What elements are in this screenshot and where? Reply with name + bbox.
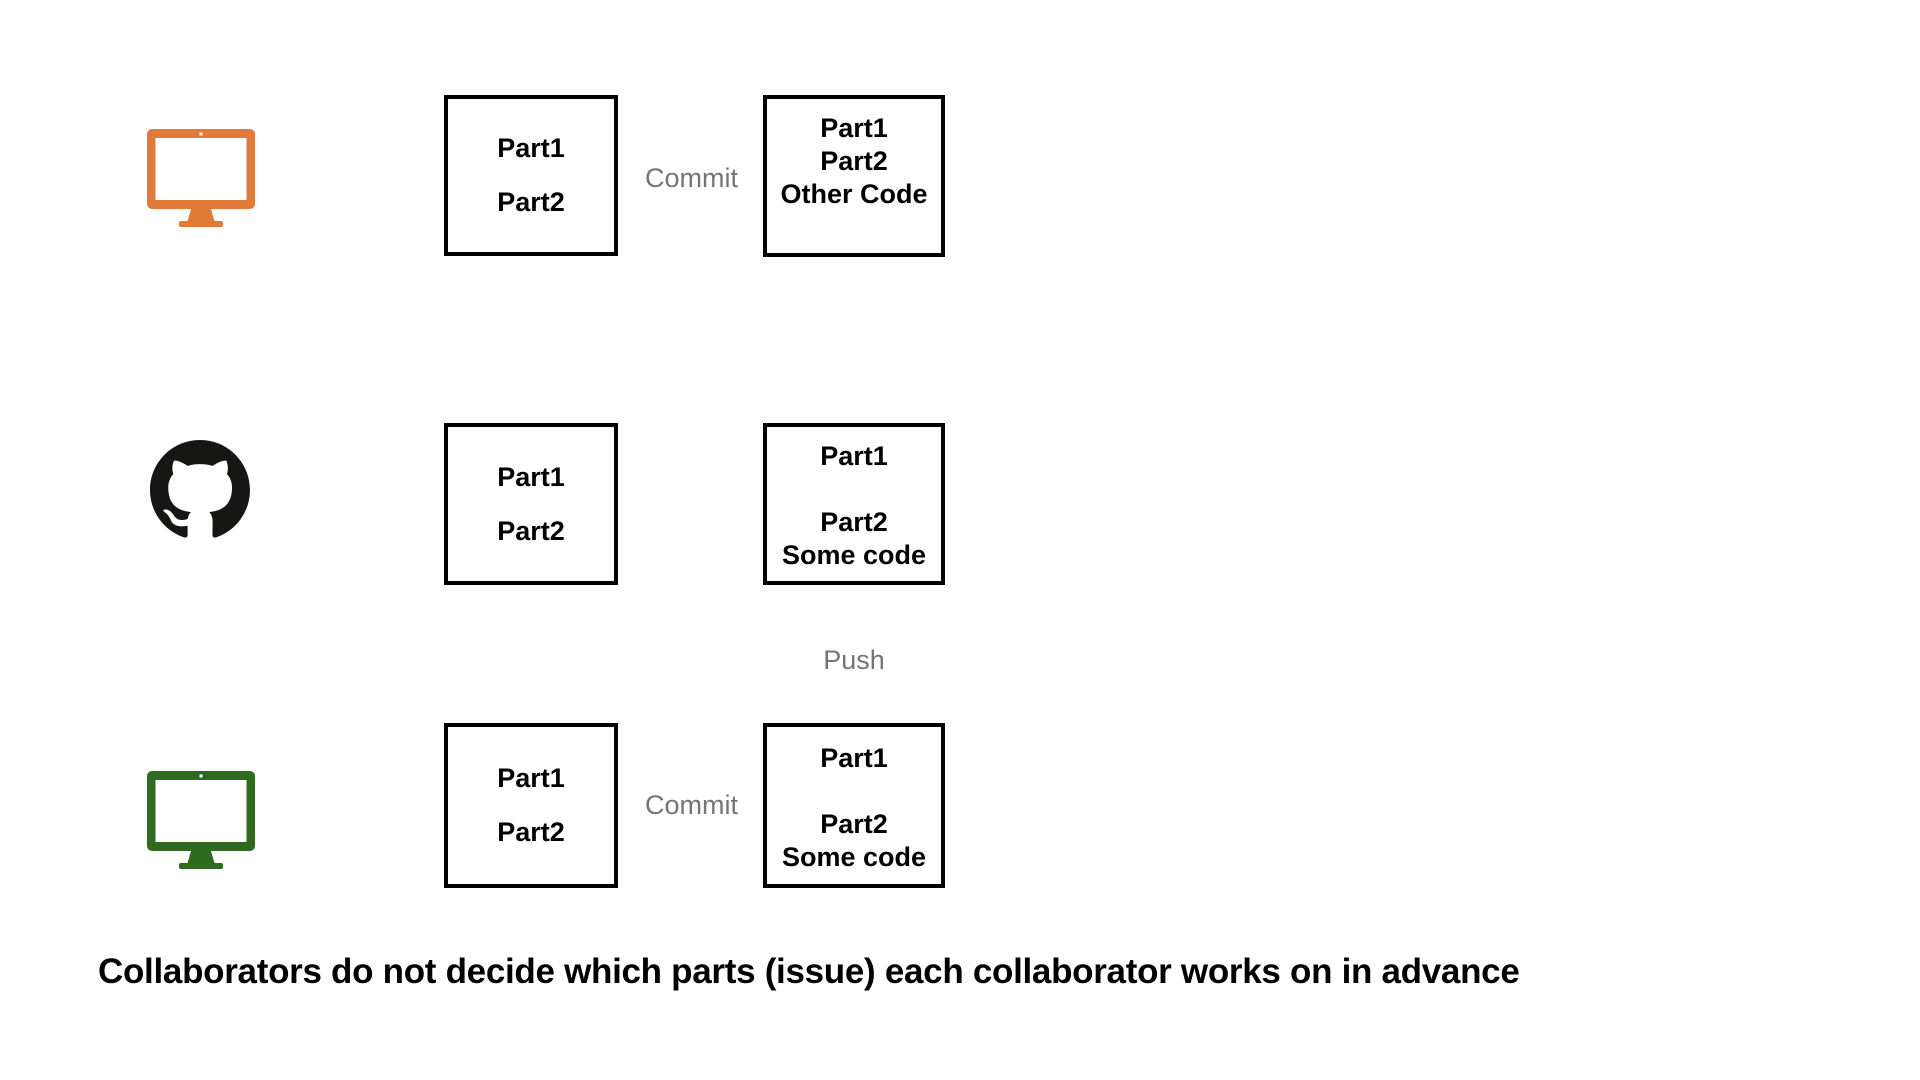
box-line: Other Code [780,179,928,209]
box-line: Part2 [820,507,888,537]
box-line: Part2 [497,817,565,847]
diagram-caption: Collaborators do not decide which parts … [98,952,1520,991]
push-label: Push [823,645,885,675]
box-line: Part1 [820,441,888,471]
box-line: Part1 [497,763,565,793]
box-line: Part1 [820,113,888,143]
github-icon [150,440,250,540]
monitor-icon [146,128,256,228]
commit-label: Commit [645,790,738,820]
monitor-icon [146,770,256,870]
committed-box: Part1 Part2 Other Code [763,95,945,257]
box-line: Part1 [497,461,565,492]
box-line: Part2 [497,187,565,217]
box-line: Part2 [820,146,888,176]
box-line: Part2 [497,515,565,546]
commit-label: Commit [645,163,738,193]
box-line: Some code [781,842,927,872]
box-line: Part2 [820,809,888,839]
working-copy-box: Part1 Part2 [444,723,618,888]
remote-base-box: Part1 Part2 [444,423,618,585]
committed-box: Part1 Part2 Some code [763,723,945,888]
working-copy-box: Part1 Part2 [444,95,618,256]
remote-updated-box: Part1 Part2 Some code [763,423,945,585]
box-line: Part1 [820,743,888,773]
box-line: Some code [781,540,927,570]
box-line: Part1 [497,133,565,163]
